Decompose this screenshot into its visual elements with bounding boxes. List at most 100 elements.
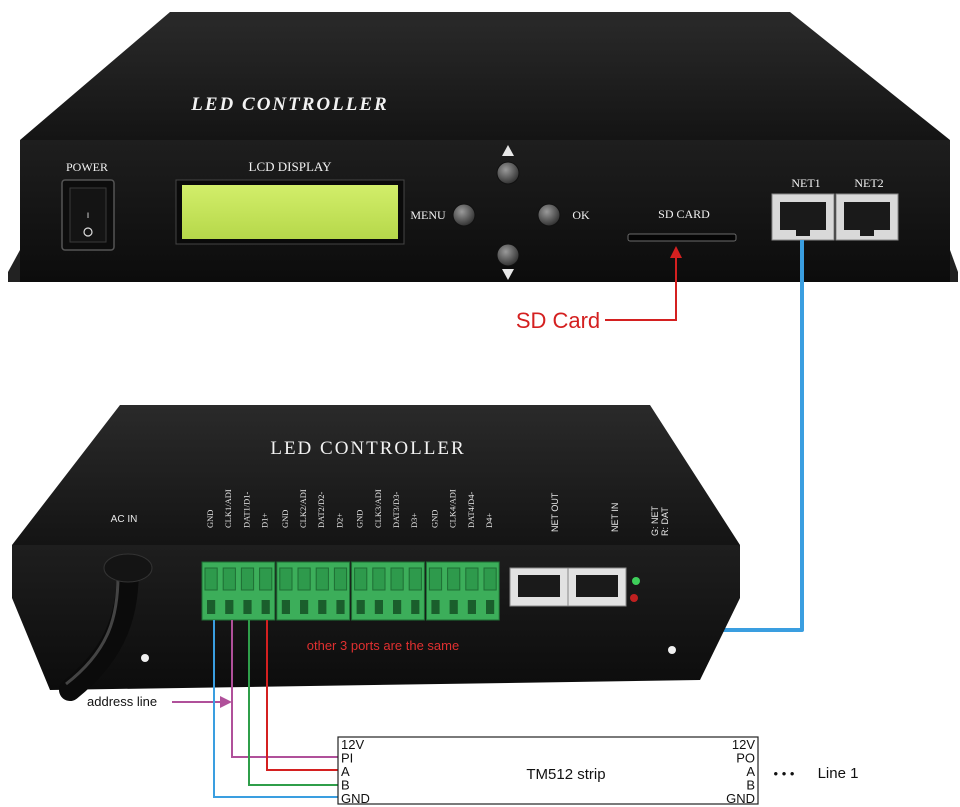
- terminal-socket: [261, 600, 270, 614]
- net1-port[interactable]: [771, 193, 835, 241]
- power-cable-highlight: [65, 574, 120, 686]
- sd-callout-arrowhead: [670, 246, 682, 258]
- strip-in-pin-2: PI: [341, 751, 353, 766]
- strip-out-pin-3: A: [746, 764, 755, 779]
- down-button[interactable]: [496, 243, 520, 267]
- terminal-socket: [356, 600, 365, 614]
- terminal-socket: [467, 600, 476, 614]
- terminal-label-13: GND: [429, 510, 439, 528]
- net-in-label: NET IN: [610, 503, 620, 532]
- terminal-screw[interactable]: [447, 567, 461, 591]
- terminal-socket: [411, 600, 420, 614]
- led-legend-r: R: DAT: [660, 507, 670, 536]
- wire-gnd: [213, 620, 344, 798]
- up-arrow-icon: [502, 145, 514, 156]
- address-line-arrowhead: [220, 696, 232, 708]
- terminal-socket: [225, 600, 234, 614]
- terminal-socket: [318, 600, 327, 614]
- ok-button[interactable]: [537, 203, 561, 227]
- net-in-port[interactable]: [567, 567, 627, 607]
- strip-out-pin-5: GND: [726, 791, 755, 806]
- up-button[interactable]: [496, 161, 520, 185]
- net1-label: NET1: [791, 176, 820, 190]
- top-controller-left-foot: [8, 250, 20, 282]
- ok-label: OK: [572, 208, 590, 222]
- mount-hole-right: [668, 646, 676, 654]
- top-controller-front: [20, 140, 950, 282]
- terminal-screw[interactable]: [297, 567, 311, 591]
- terminal-socket: [374, 600, 383, 614]
- terminal-socket: [300, 600, 309, 614]
- wire-a: [266, 620, 344, 771]
- top-controller: LED CONTROLLER POWER ı LCD DISPLAY MENU …: [8, 12, 958, 282]
- terminal-screw[interactable]: [354, 567, 368, 591]
- bottom-brand-text: LED CONTROLLER: [270, 438, 465, 459]
- terminal-label-8: D2+: [334, 513, 344, 528]
- net2-label: NET2: [854, 176, 883, 190]
- terminal-label-14: CLK4/ADI: [448, 489, 458, 528]
- terminal-screw[interactable]: [390, 567, 404, 591]
- terminal-label-9: GND: [355, 510, 365, 528]
- lcd-display: [182, 185, 398, 239]
- power-label: POWER: [66, 160, 108, 174]
- terminal-socket: [393, 600, 402, 614]
- terminal-screw[interactable]: [483, 567, 497, 591]
- menu-label: MENU: [410, 208, 446, 222]
- terminal-screw[interactable]: [240, 567, 255, 591]
- ports-note-text: other 3 ports are the same: [307, 638, 459, 653]
- sd-card-slot[interactable]: [627, 233, 737, 242]
- strip-in-pin-3: A: [341, 764, 350, 779]
- terminal-screw[interactable]: [222, 567, 236, 591]
- net-out-port[interactable]: [509, 567, 569, 607]
- terminal-socket: [431, 600, 440, 614]
- lcd-label: LCD DISPLAY: [249, 159, 333, 174]
- address-line-callout: address line: [87, 694, 232, 709]
- bottom-controller-lid: [12, 405, 740, 545]
- terminal-socket: [486, 600, 495, 614]
- power-on-mark: ı: [87, 210, 90, 221]
- net-out-label: NET OUT: [550, 492, 560, 532]
- terminal-screw[interactable]: [333, 567, 348, 591]
- terminal-label-3: DAT1/D1-: [241, 491, 251, 528]
- terminal-label-7: DAT2/D2-: [316, 491, 326, 528]
- terminal-screw[interactable]: [408, 567, 422, 591]
- menu-button[interactable]: [452, 203, 476, 227]
- terminal-screw[interactable]: [428, 567, 443, 591]
- top-controller-right-foot: [950, 250, 958, 282]
- terminal-label-5: GND: [280, 510, 290, 528]
- strip-out-pin-4: B: [746, 778, 755, 793]
- mount-hole-left: [141, 654, 149, 662]
- terminal-label-6: CLK2/ADI: [298, 489, 308, 528]
- terminal-screw[interactable]: [259, 567, 273, 591]
- terminal-screw[interactable]: [372, 567, 386, 591]
- strip-name: TM512 strip: [526, 766, 605, 783]
- net2-port[interactable]: [835, 193, 899, 241]
- strip-out-pin-2: PO: [736, 751, 755, 766]
- power-switch-rocker: [69, 187, 107, 243]
- terminal-label-10: CLK3/ADI: [373, 489, 383, 528]
- strip-in-pin-1: 12V: [341, 737, 364, 752]
- ac-in-label: AC IN: [111, 514, 138, 525]
- strip-out-pin-1: 12V: [732, 737, 755, 752]
- line1-label: Line 1: [818, 765, 859, 782]
- terminal-screw[interactable]: [315, 567, 329, 591]
- strip-continuation-dots: • • •: [774, 766, 795, 781]
- terminal-label-4: D1+: [260, 513, 270, 528]
- wire-b: [248, 620, 344, 786]
- terminal-screw[interactable]: [279, 567, 293, 591]
- terminal-label-11: DAT3/D3-: [391, 491, 401, 528]
- terminal-label-15: DAT4/D4-: [466, 491, 476, 528]
- terminal-screw[interactable]: [465, 567, 479, 591]
- strip-in-pin-4: B: [341, 778, 350, 793]
- terminal-screw[interactable]: [204, 567, 218, 591]
- terminal-socket: [243, 600, 252, 614]
- terminal-blocks: [201, 561, 500, 621]
- sd-card-callout-text: SD Card: [516, 308, 600, 333]
- top-controller-lid: [20, 12, 950, 140]
